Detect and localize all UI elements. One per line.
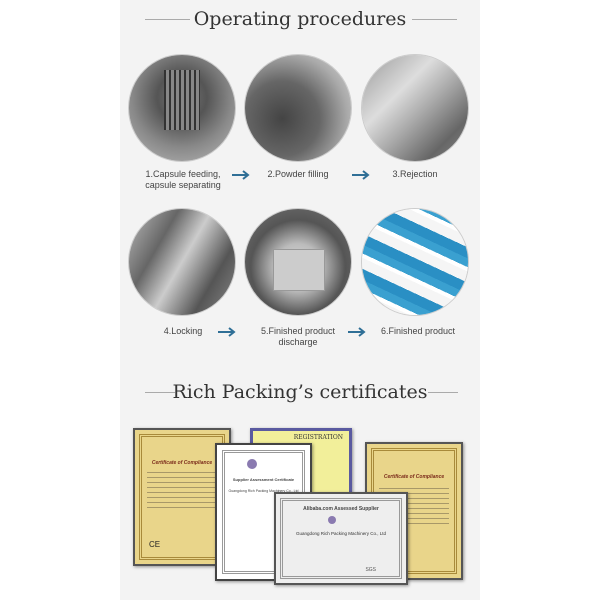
step-6-image bbox=[362, 209, 468, 315]
step-5-image bbox=[245, 209, 351, 315]
procedures-title: Operating procedures bbox=[193, 8, 407, 30]
certificate-text-lines bbox=[147, 472, 217, 512]
machine-detail bbox=[164, 70, 200, 130]
certificate-border bbox=[280, 498, 402, 579]
supplier-seal-icon bbox=[328, 516, 336, 524]
arrow-icon bbox=[218, 327, 236, 337]
step-4-label: 4.Locking bbox=[163, 326, 203, 336]
certificate-heading: Certificate of Compliance bbox=[151, 460, 213, 466]
step-1-image bbox=[129, 55, 235, 161]
certificates-title: Rich Packing’s certificates bbox=[172, 381, 428, 403]
certificate-company: Guangdong Rich Packing Machinery Co., Lt… bbox=[295, 531, 387, 536]
step-1-label-line-1: 1.Capsule feeding, bbox=[145, 169, 221, 179]
step-2-image bbox=[245, 55, 351, 161]
registration-heading: REGISTRATION bbox=[293, 434, 343, 441]
discharge-chute bbox=[273, 249, 325, 291]
step-3-image bbox=[362, 55, 468, 161]
step-1-label: 1.Capsule feeding,capsule separating bbox=[128, 169, 238, 191]
title-rule-left bbox=[145, 392, 175, 393]
title-rule-right bbox=[428, 392, 458, 393]
certificate-heading: Alibaba.com Assessed Supplier bbox=[303, 506, 379, 512]
supplier-seal-icon bbox=[247, 459, 257, 469]
arrow-icon bbox=[232, 170, 250, 180]
arrow-icon bbox=[348, 327, 366, 337]
step-6-label: 6.Finished product bbox=[380, 326, 456, 336]
ce-mark: CE bbox=[149, 540, 161, 549]
certificate-company: Guangdong Rich Packing Machinery Co., Lt… bbox=[228, 489, 299, 493]
title-rule-left bbox=[145, 19, 190, 20]
step-2-label: 2.Powder filling bbox=[267, 169, 329, 179]
arrow-icon bbox=[352, 170, 370, 180]
certificate-alibaba-assessed: Alibaba.com Assessed Supplier Guangdong … bbox=[274, 492, 408, 585]
title-rule-right bbox=[412, 19, 457, 20]
step-5-label-line-2: discharge bbox=[278, 337, 318, 347]
step-4-image bbox=[129, 209, 235, 315]
step-1-label-line-2: capsule separating bbox=[145, 180, 221, 190]
content-panel: Operating procedures 1.Capsule feeding,c… bbox=[120, 0, 480, 600]
certificate-heading: Supplier Assessment Certificate bbox=[232, 477, 295, 482]
sgs-mark: SGS bbox=[365, 567, 376, 573]
certificate-heading: Certificate of Compliance bbox=[383, 474, 445, 480]
step-3-label: 3.Rejection bbox=[392, 169, 438, 179]
step-5-label-line-1: 5.Finished product bbox=[260, 326, 336, 336]
